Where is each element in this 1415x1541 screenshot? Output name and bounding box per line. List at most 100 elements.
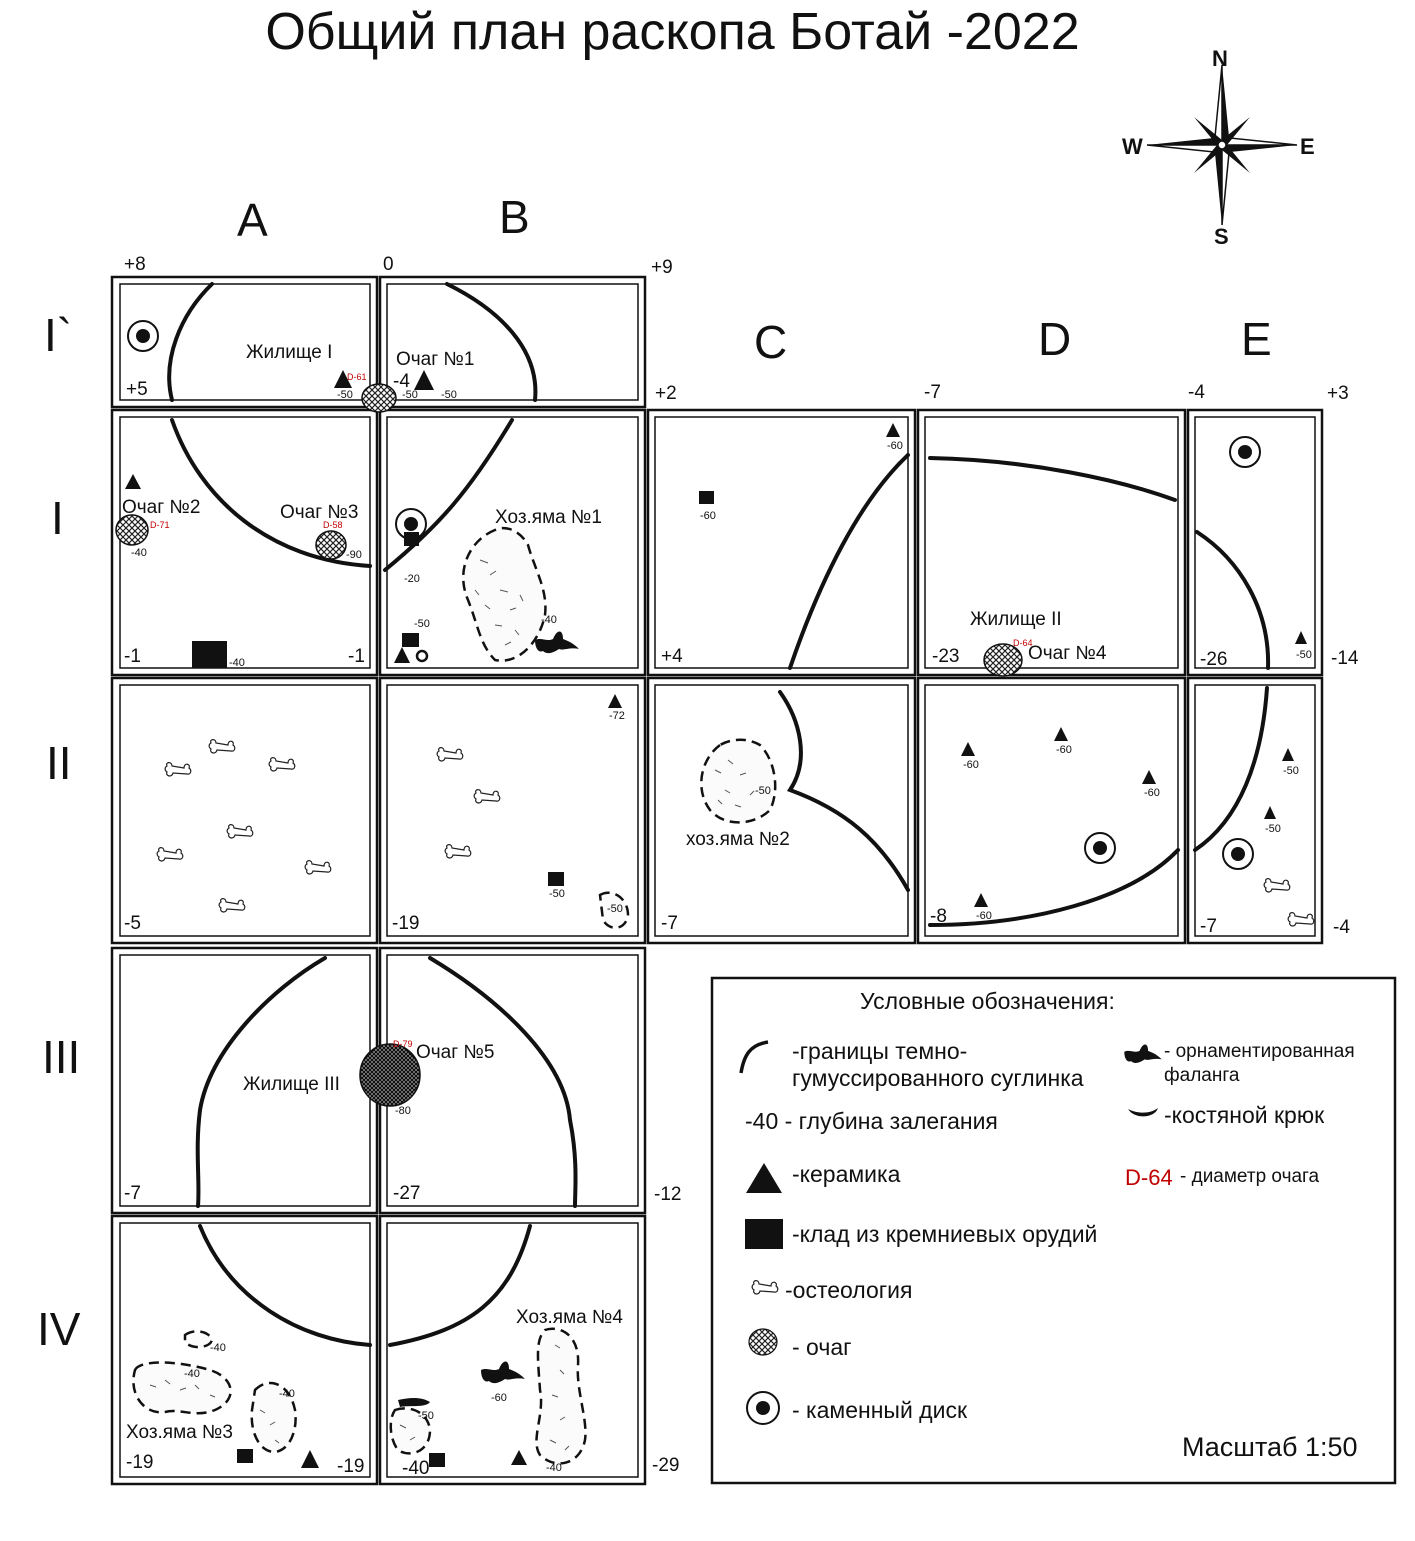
- depth-label: -60: [1144, 787, 1160, 799]
- square-II-E: [1186, 676, 1324, 945]
- corner-label: -7: [124, 1183, 141, 1204]
- depth-label: -50: [441, 389, 457, 401]
- square-IV-B: [378, 1214, 647, 1486]
- corner-label: -19: [126, 1452, 154, 1473]
- depth-label: -50: [607, 903, 623, 915]
- elev-label: -7: [924, 382, 941, 403]
- depth-label: -50: [1265, 823, 1281, 835]
- square-I-E: [1186, 408, 1324, 677]
- corner-label: -23: [932, 646, 960, 667]
- feature-label: Хоз.яма №3: [126, 1422, 233, 1443]
- elev-label: +2: [655, 383, 677, 404]
- legend-boundary-text: -границы темно-: [792, 1038, 968, 1064]
- depth-label: -50: [549, 888, 565, 900]
- depth-label: -60: [700, 510, 716, 522]
- corner-label: -19: [392, 913, 420, 934]
- corner-label: -27: [393, 1183, 421, 1204]
- feature-label: Очаг №3: [280, 502, 359, 523]
- depth-label: -40: [546, 1462, 562, 1474]
- bone-hook-marker: [398, 1398, 430, 1407]
- hearth-5: [359, 1043, 421, 1107]
- depth-label: -40: [541, 614, 557, 626]
- row-label-iv: IV: [37, 1303, 81, 1355]
- feature-label: Очаг №5: [416, 1042, 495, 1063]
- corner-label: +4: [661, 646, 683, 667]
- legend-hearth-text: - очаг: [792, 1334, 852, 1360]
- diameter-label: D-61: [347, 372, 367, 382]
- feature-label: Жилище I: [246, 342, 333, 363]
- boundary-dwelling-2: [778, 453, 1271, 927]
- elev-label: -4: [1333, 917, 1350, 938]
- depth-label: -80: [395, 1105, 411, 1117]
- boundary-dwelling-3: [195, 956, 578, 1208]
- depth-label: -50: [755, 785, 771, 797]
- stone-disc-marker: [1222, 838, 1254, 870]
- compass-south-label: S: [1214, 224, 1229, 249]
- elev-label: +8: [124, 254, 146, 275]
- depth-label: -60: [491, 1392, 507, 1404]
- legend-boundary-text-2: гумуссированного суглинка: [792, 1065, 1084, 1091]
- diameter-label: D-64: [1013, 638, 1033, 648]
- elev-label: 0: [383, 254, 394, 275]
- stone-disc-marker: [1229, 436, 1261, 468]
- square-I-B: [378, 408, 647, 677]
- depth-label: -40: [279, 1388, 295, 1400]
- compass-rose: [1146, 64, 1298, 226]
- ring-marker: [415, 649, 429, 663]
- pit-3-outline-b: [250, 1381, 297, 1454]
- stone-discs: [127, 320, 1261, 870]
- feature-label: Очаг №4: [1028, 643, 1107, 664]
- corner-label: -26: [1200, 649, 1228, 670]
- legend-diameter-text: - диаметр очага: [1180, 1166, 1320, 1187]
- grid-squares: [110, 275, 1324, 1486]
- square-II-A: [110, 676, 379, 945]
- depth-label: -50: [418, 1410, 434, 1422]
- corner-label: -19: [337, 1456, 365, 1477]
- depth-label: -60: [976, 910, 992, 922]
- hearth-1: [361, 383, 397, 413]
- boundary-dwelling-1b: [170, 418, 514, 572]
- depth-label: -40: [184, 1368, 200, 1380]
- column-label-c: C: [754, 316, 788, 368]
- storage-pits: [132, 526, 777, 1465]
- legend-phalanx-symbol: [1124, 1044, 1162, 1063]
- legend-disc-text: - каменный диск: [792, 1397, 968, 1423]
- pit-4-outline: [535, 1327, 587, 1465]
- elev-label: -12: [654, 1184, 682, 1205]
- depth-label: -60: [887, 440, 903, 452]
- elev-label: -29: [652, 1455, 680, 1476]
- legend-hook-text: -костяной крюк: [1164, 1102, 1325, 1128]
- feature-label: Хоз.яма №1: [495, 507, 602, 528]
- square-I-A: [110, 408, 379, 677]
- pit-3-outline-a: [132, 1361, 232, 1415]
- depth-label: -50: [402, 389, 418, 401]
- page-title: Общий план раскопа Ботай -2022: [265, 3, 1080, 61]
- row-label-iii: III: [42, 1031, 81, 1083]
- legend-boundary-symbol: [739, 1040, 769, 1074]
- stone-disc-marker: [127, 320, 159, 352]
- scale-label: Масштаб 1:50: [1182, 1432, 1358, 1462]
- feature-label: Очаг №2: [122, 497, 201, 518]
- square-IV-A: [110, 1214, 379, 1486]
- pit-misc-outline: [389, 1407, 432, 1455]
- depth-label: -20: [404, 573, 420, 585]
- compass-north-label: N: [1212, 46, 1228, 71]
- square-I-D: [916, 408, 1187, 677]
- column-label-d: D: [1038, 313, 1072, 365]
- square-I1-A: [110, 275, 379, 409]
- legend-ceramics-symbol: [746, 1163, 782, 1193]
- corner-label: -7: [661, 913, 678, 934]
- corner-label: -8: [930, 906, 947, 927]
- corner-label: +5: [126, 379, 148, 400]
- legend-phalanx-text-2: фаланга: [1164, 1065, 1240, 1086]
- hearths: [115, 383, 1023, 1107]
- depth-label: -50: [1283, 765, 1299, 777]
- square-II-C: [646, 676, 917, 945]
- boundary-dwelling-3b: [198, 1224, 532, 1347]
- corner-label: -40: [402, 1458, 430, 1479]
- corner-label: -7: [1200, 916, 1217, 937]
- legend-disc-symbol: [746, 1391, 780, 1425]
- legend-diameter-code: D-64: [1125, 1165, 1173, 1190]
- elev-label: -14: [1331, 648, 1359, 669]
- pit-1-outline: [462, 526, 547, 662]
